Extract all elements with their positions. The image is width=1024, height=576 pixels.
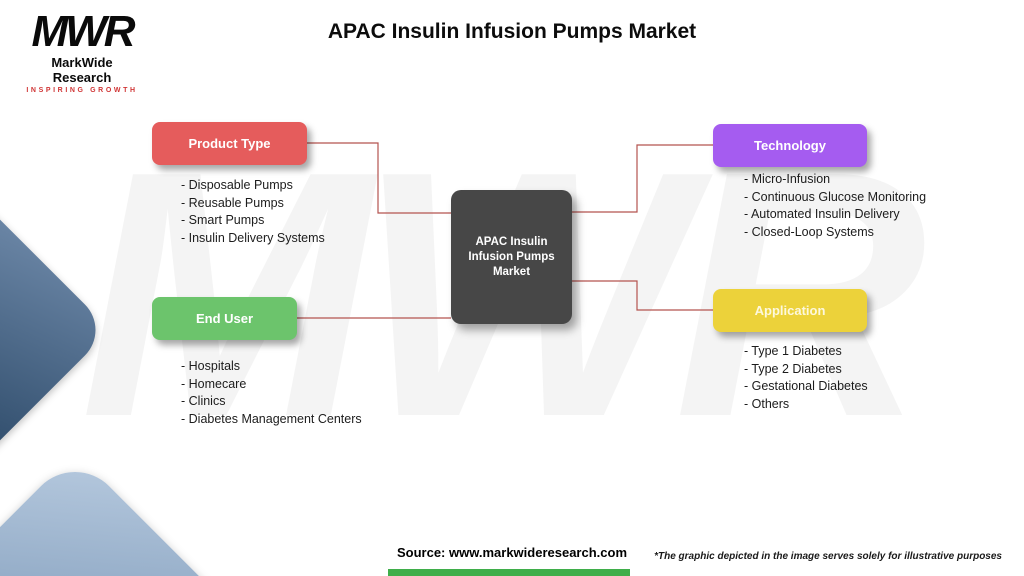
node-product-type-label: Product Type [188,136,271,151]
center-node-label: APAC Insulin Infusion Pumps Market [468,235,555,278]
list-item: - Insulin Delivery Systems [181,230,325,245]
list-item: - Homecare [181,376,247,391]
markwide-logo: MWR MarkWide Research Inspiring Growth [22,7,142,95]
center-node: APAC Insulin Infusion Pumps Market [451,190,572,324]
decorative-green-bar [388,569,630,576]
product-type-list: - Disposable Pumps - Reusable Pumps - Sm… [181,177,325,247]
source-label: Source: [396,545,446,560]
list-item: - Automated Insulin Delivery [744,207,900,221]
list-item: - Others [744,396,790,411]
list-item: - Disposable Pumps [181,178,293,192]
list-item: - Gestational Diabetes [744,379,868,393]
node-technology: Technology [713,124,867,167]
list-item: - Smart Pumps [181,213,265,227]
page-title: APAC Insulin Infusion Pumps Market [327,20,697,43]
source-line: Source: www.markwideresearch.com [0,545,1024,560]
node-application: Application [713,289,867,332]
list-item: - Type 2 Diabetes [744,361,842,376]
technology-list: - Micro-Infusion - Continuous Glucose Mo… [744,171,926,241]
list-item: - Clinics [181,394,226,408]
list-item: - Continuous Glucose Monitoring [744,189,927,204]
node-end-user: End User [152,297,297,340]
list-item: - Micro-Infusion [744,172,831,186]
list-item: - Hospitals [181,359,241,373]
end-user-list: - Hospitals - Homecare - Clinics - Diabe… [181,358,362,428]
list-item: - Closed-Loop Systems [744,224,874,239]
source-url-link[interactable]: www.markwideresearch.com [449,545,628,560]
node-end-user-label: End User [195,311,254,326]
node-application-label: Application [754,303,826,318]
application-list: - Type 1 Diabetes - Type 2 Diabetes - Ge… [744,343,868,413]
logo-monogram: MWR [31,7,136,56]
node-technology-label: Technology [754,138,826,153]
disclaimer-text: *The graphic depicted in the image serve… [654,551,1002,562]
list-item: - Diabetes Management Centers [181,411,362,426]
logo-tagline: Inspiring Growth [26,87,138,94]
node-product-type: Product Type [152,122,307,165]
list-item: - Type 1 Diabetes [744,344,842,358]
logo-name: MarkWide Research [51,55,113,85]
list-item: - Reusable Pumps [181,195,284,210]
